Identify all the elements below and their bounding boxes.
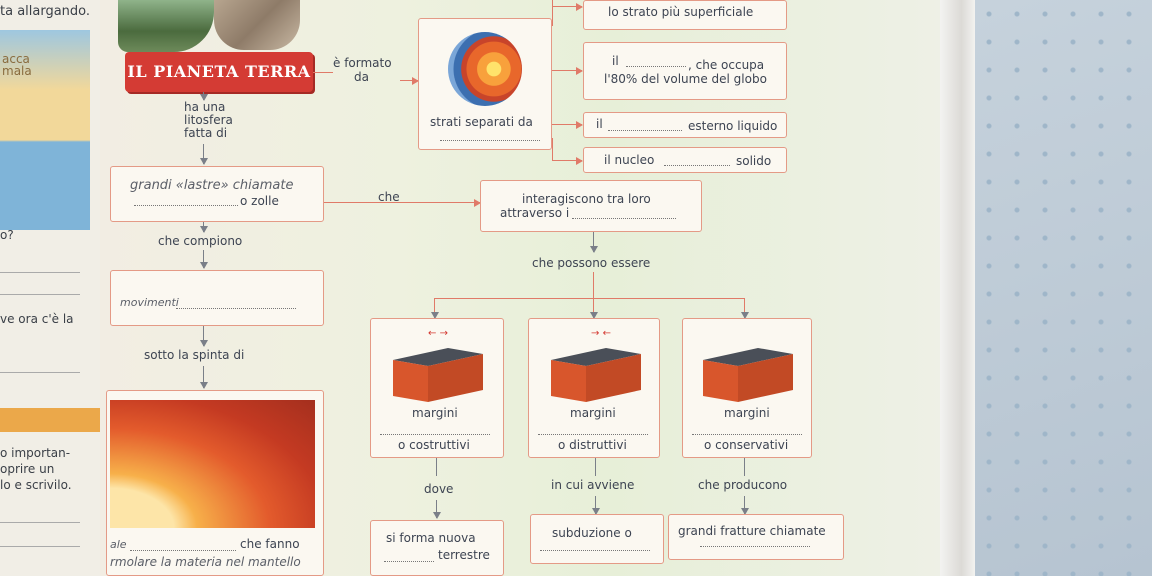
- left-text-line: oprire un: [0, 462, 55, 476]
- answer-line: [0, 522, 80, 523]
- connector-label: litosfera: [184, 113, 233, 127]
- box-text: il: [612, 54, 619, 68]
- left-text-line: ta allargando.: [0, 4, 91, 19]
- constructive-plate-image: ← →: [388, 328, 488, 410]
- box-text: rmolare la materia nel mantello: [110, 555, 301, 569]
- box-text: movimenti: [120, 296, 179, 309]
- box-text: il: [596, 117, 603, 131]
- book-cover: [975, 0, 1152, 576]
- page-title: IL PIANETA TERRA: [125, 52, 313, 92]
- margin-type: o distruttivi: [558, 438, 627, 452]
- answer-line: [0, 272, 80, 273]
- box-text: , che occupa: [688, 58, 765, 72]
- box-text: l'80% del volume del globo: [604, 72, 767, 86]
- connector-label: che: [378, 190, 400, 204]
- surface-layer-box: [583, 0, 787, 30]
- conservative-plate-image: [698, 330, 798, 410]
- connector-label: fatta di: [184, 126, 228, 140]
- box-text: grandi «lastre» chiamate: [130, 178, 294, 193]
- box-text: interagiscono tra loro: [522, 192, 651, 206]
- margin-type: o costruttivi: [398, 438, 470, 452]
- left-text-line: lo e scrivilo.: [0, 478, 72, 492]
- connector-label: dove: [424, 482, 454, 496]
- new-crust-box: [370, 520, 504, 576]
- connector-label: in cui avviene: [551, 478, 635, 492]
- convection-image: [110, 400, 315, 528]
- connector-label: ha una: [184, 100, 226, 114]
- box-text: lo strato più superficiale: [608, 5, 754, 19]
- interact-box: [480, 180, 702, 232]
- mantle-box: [583, 42, 787, 100]
- margin-label: margini: [724, 406, 770, 420]
- left-text-line: o importan-: [0, 446, 71, 460]
- connector-label: da: [354, 70, 369, 84]
- left-text-line: ve ora c'è la: [0, 312, 74, 326]
- plates-box: [110, 166, 324, 222]
- box-text: il nucleo: [604, 153, 655, 167]
- left-page: ta allargando. acca mala o? ve ora c'è l…: [0, 0, 118, 576]
- box-text: subduzione o: [552, 526, 632, 540]
- svg-text:→ ←: → ←: [591, 330, 611, 339]
- destructive-plate-image: → ←: [546, 328, 646, 410]
- inner-core-box: [583, 147, 787, 173]
- orange-band: [0, 408, 108, 432]
- page-edge: [940, 0, 976, 576]
- box-text: grandi fratture chiamate: [678, 524, 826, 538]
- subduction-box: [530, 514, 664, 564]
- faults-box: [668, 514, 844, 560]
- connector-label: che producono: [698, 478, 788, 492]
- box-text: esterno liquido: [688, 119, 778, 133]
- box-text: terrestre: [438, 548, 490, 562]
- margin-label: margini: [570, 406, 616, 420]
- connector-label: sotto la spinta di: [144, 348, 245, 362]
- map-label: mala: [2, 64, 32, 78]
- box-text: ale: [110, 538, 127, 551]
- answer-line: [0, 372, 80, 373]
- left-text-line: o?: [0, 228, 14, 242]
- box-text: che fanno: [240, 537, 300, 551]
- box-text: o zolle: [240, 194, 279, 208]
- map-image: [0, 30, 90, 230]
- connector-label: strati separati da: [430, 115, 533, 129]
- box-text: attraverso i: [500, 206, 570, 220]
- map-label: acca: [2, 52, 30, 66]
- connector-label: è formato: [333, 56, 392, 70]
- landscape-photo: [118, 0, 214, 52]
- svg-text:← →: ← →: [428, 330, 448, 339]
- earth-globe-image: [448, 32, 522, 106]
- box-text: si forma nuova: [386, 531, 476, 545]
- margin-type: o conservativi: [704, 438, 789, 452]
- movements-box: [110, 270, 324, 326]
- answer-line: [0, 546, 80, 547]
- connector-label: che compiono: [158, 234, 243, 248]
- outer-core-box: [583, 112, 787, 138]
- answer-line: [0, 294, 80, 295]
- margin-label: margini: [412, 406, 458, 420]
- box-text: solido: [736, 154, 772, 168]
- connector-label: che possono essere: [532, 256, 651, 270]
- rock-photo: [214, 0, 300, 50]
